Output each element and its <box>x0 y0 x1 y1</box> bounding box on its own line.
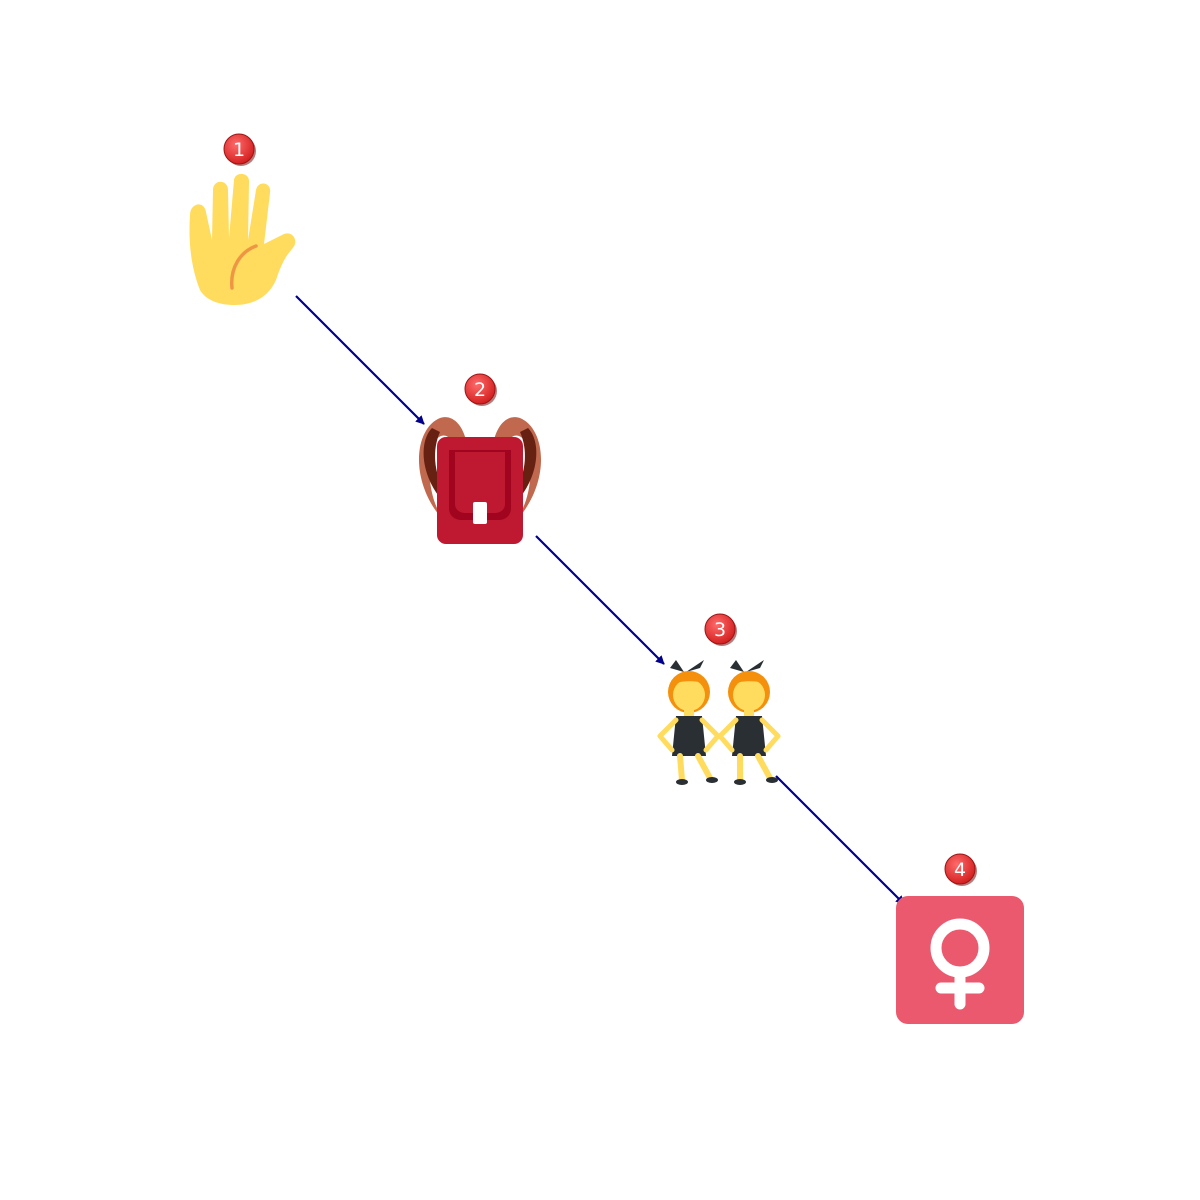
dancer-right <box>717 660 781 785</box>
step-3-badge: 3 <box>704 613 737 646</box>
step-2-number: 2 <box>474 379 486 401</box>
backpack-icon <box>418 417 542 544</box>
people-with-bunny-ears-icon <box>657 660 781 785</box>
step-1: 1 <box>189 133 296 305</box>
step-3-number: 3 <box>714 619 726 641</box>
step-4: 4 <box>896 853 1024 1024</box>
step-1-number: 1 <box>233 139 245 161</box>
arrow-2-to-3 <box>535 535 665 665</box>
arrow-1-to-2 <box>295 295 425 425</box>
dancer-left <box>657 660 721 785</box>
step-4-badge: 4 <box>944 853 977 886</box>
step-1-badge: 1 <box>223 133 256 166</box>
raised-hand-icon <box>189 173 296 305</box>
arrow-3-to-4 <box>775 775 905 905</box>
step-2-badge: 2 <box>464 373 497 406</box>
step-3: 3 <box>657 613 781 785</box>
female-sign-icon <box>896 896 1024 1024</box>
step-4-number: 4 <box>954 859 966 881</box>
step-2: 2 <box>418 373 542 544</box>
